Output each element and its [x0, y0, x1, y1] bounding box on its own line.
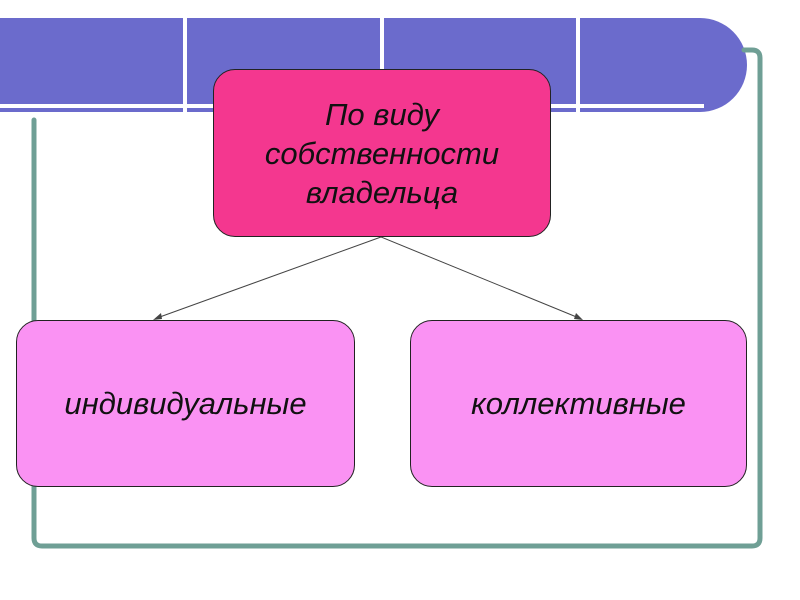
arrowhead-right [574, 313, 583, 320]
band-divider [576, 14, 580, 118]
child-node-individual: индивидуальные [16, 320, 355, 487]
child-node-collective: коллективные [410, 320, 747, 487]
root-node-label: По виду собственности владельца [264, 96, 500, 210]
child-node-label: индивидуальные [64, 385, 307, 421]
root-node: По виду собственности владельца [213, 69, 551, 237]
arrowhead-left [153, 313, 162, 320]
connectors [153, 236, 583, 320]
connector-left [156, 236, 382, 319]
band-divider [183, 14, 187, 118]
band-divider [380, 14, 384, 118]
slide-frame [31, 47, 763, 549]
connector-right [380, 236, 580, 319]
child-node-label: коллективные [471, 385, 686, 421]
